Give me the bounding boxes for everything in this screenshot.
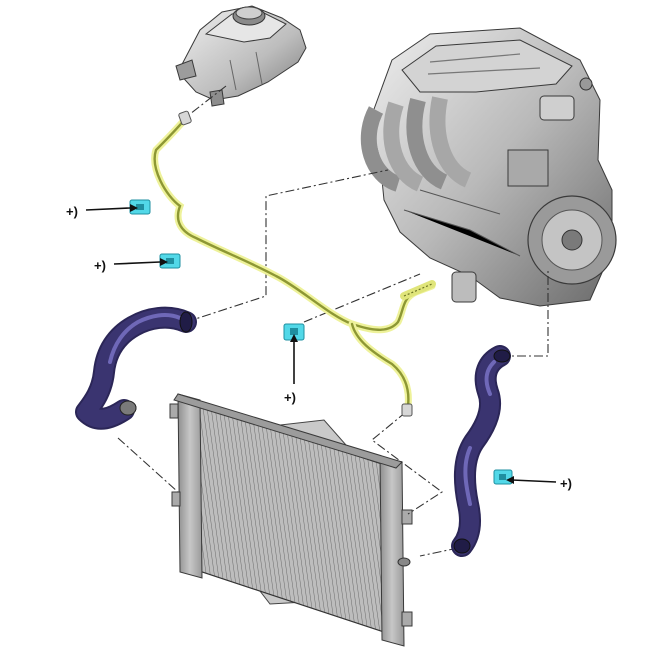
callout-center: +) (284, 334, 298, 405)
callout-label: +) (560, 476, 572, 491)
clip-right-hose (493, 469, 513, 485)
callout-mid-left: +) (94, 258, 168, 273)
engine-block (360, 27, 617, 307)
callout-label: +) (66, 204, 78, 219)
coolant-reservoir (175, 5, 307, 107)
bleed-pipe (151, 110, 436, 417)
lower-radiator-hose (451, 345, 511, 557)
callout-right-hose: +) (506, 476, 572, 491)
callout-label: +) (284, 390, 296, 405)
clip-center (283, 323, 305, 341)
callout-upper-left: +) (66, 204, 138, 219)
radiator (115, 393, 413, 647)
callout-label: +) (94, 258, 106, 273)
upper-radiator-hose (75, 306, 197, 430)
